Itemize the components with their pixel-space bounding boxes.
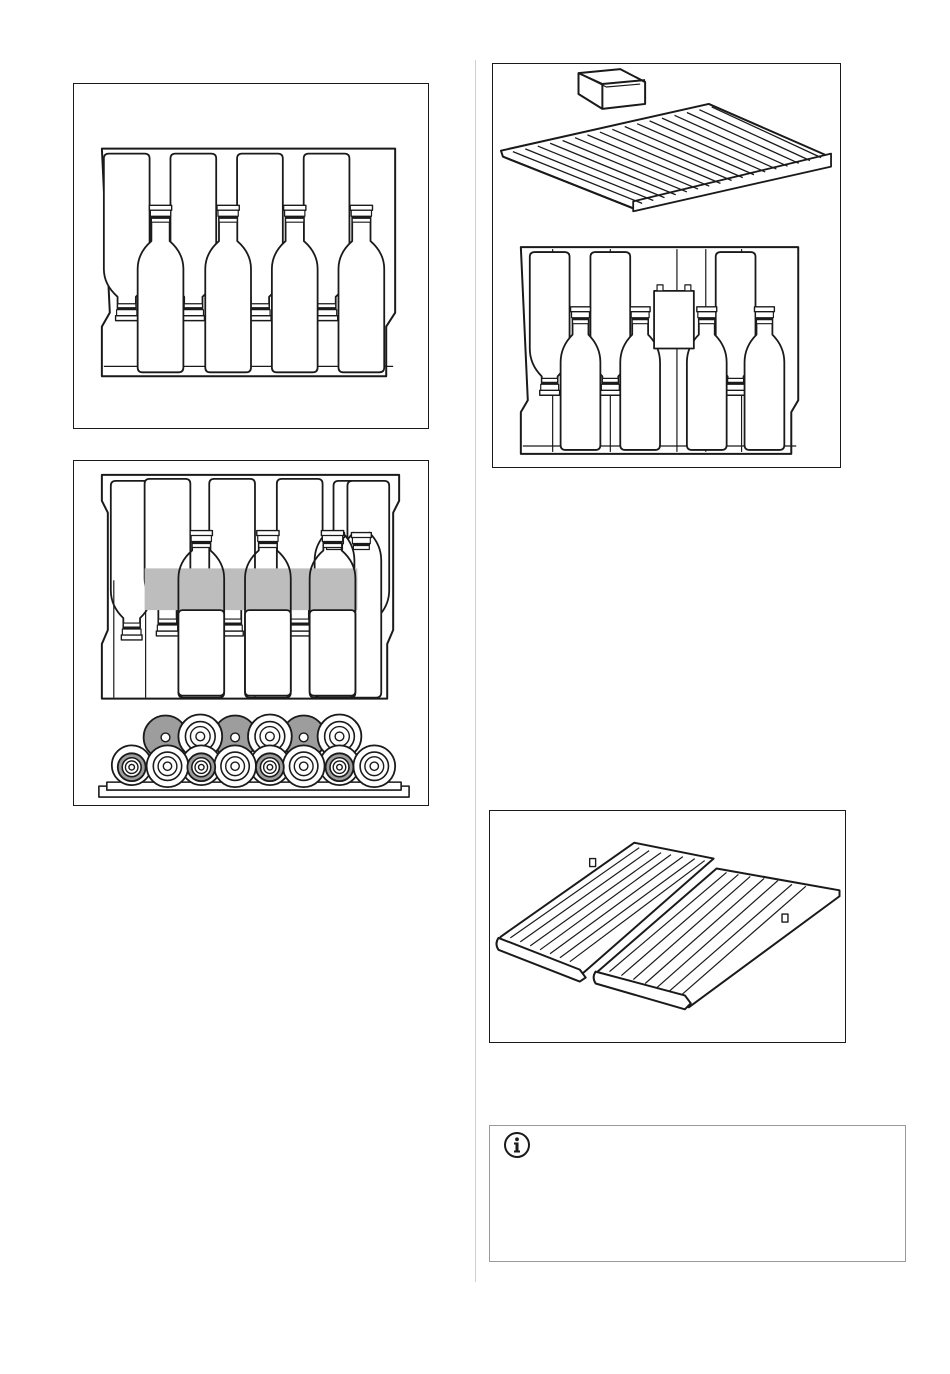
bottle-base [214,745,256,787]
bottle-lower-body [178,610,224,696]
wine-rack-upright-illustration [74,84,428,428]
box-tab [685,285,691,291]
shelf-with-box-illustration [493,64,840,467]
bottle-base [353,745,395,787]
bottle-base [326,753,354,781]
figure-split-shelves [489,810,846,1043]
bottle-base [187,753,215,781]
figure-shelf-with-box [492,63,841,468]
figure-wine-rack-mixed [73,460,429,806]
bottle-base [256,753,284,781]
bottle-base [147,745,189,787]
column-divider [475,60,476,1282]
info-note-box [489,1125,906,1262]
wine-rack-mixed-illustration [74,461,428,805]
highlight-band [145,568,358,610]
figure-wine-rack-upright [73,83,429,429]
box-tab [657,285,663,291]
bottle-lower-body [310,610,356,696]
bottle-base [118,753,146,781]
bottle-base [283,745,325,787]
split-shelves-illustration [490,811,845,1042]
bottle-lower-body [245,610,291,696]
info-icon [503,1131,531,1159]
wine-box-insert [654,291,694,349]
